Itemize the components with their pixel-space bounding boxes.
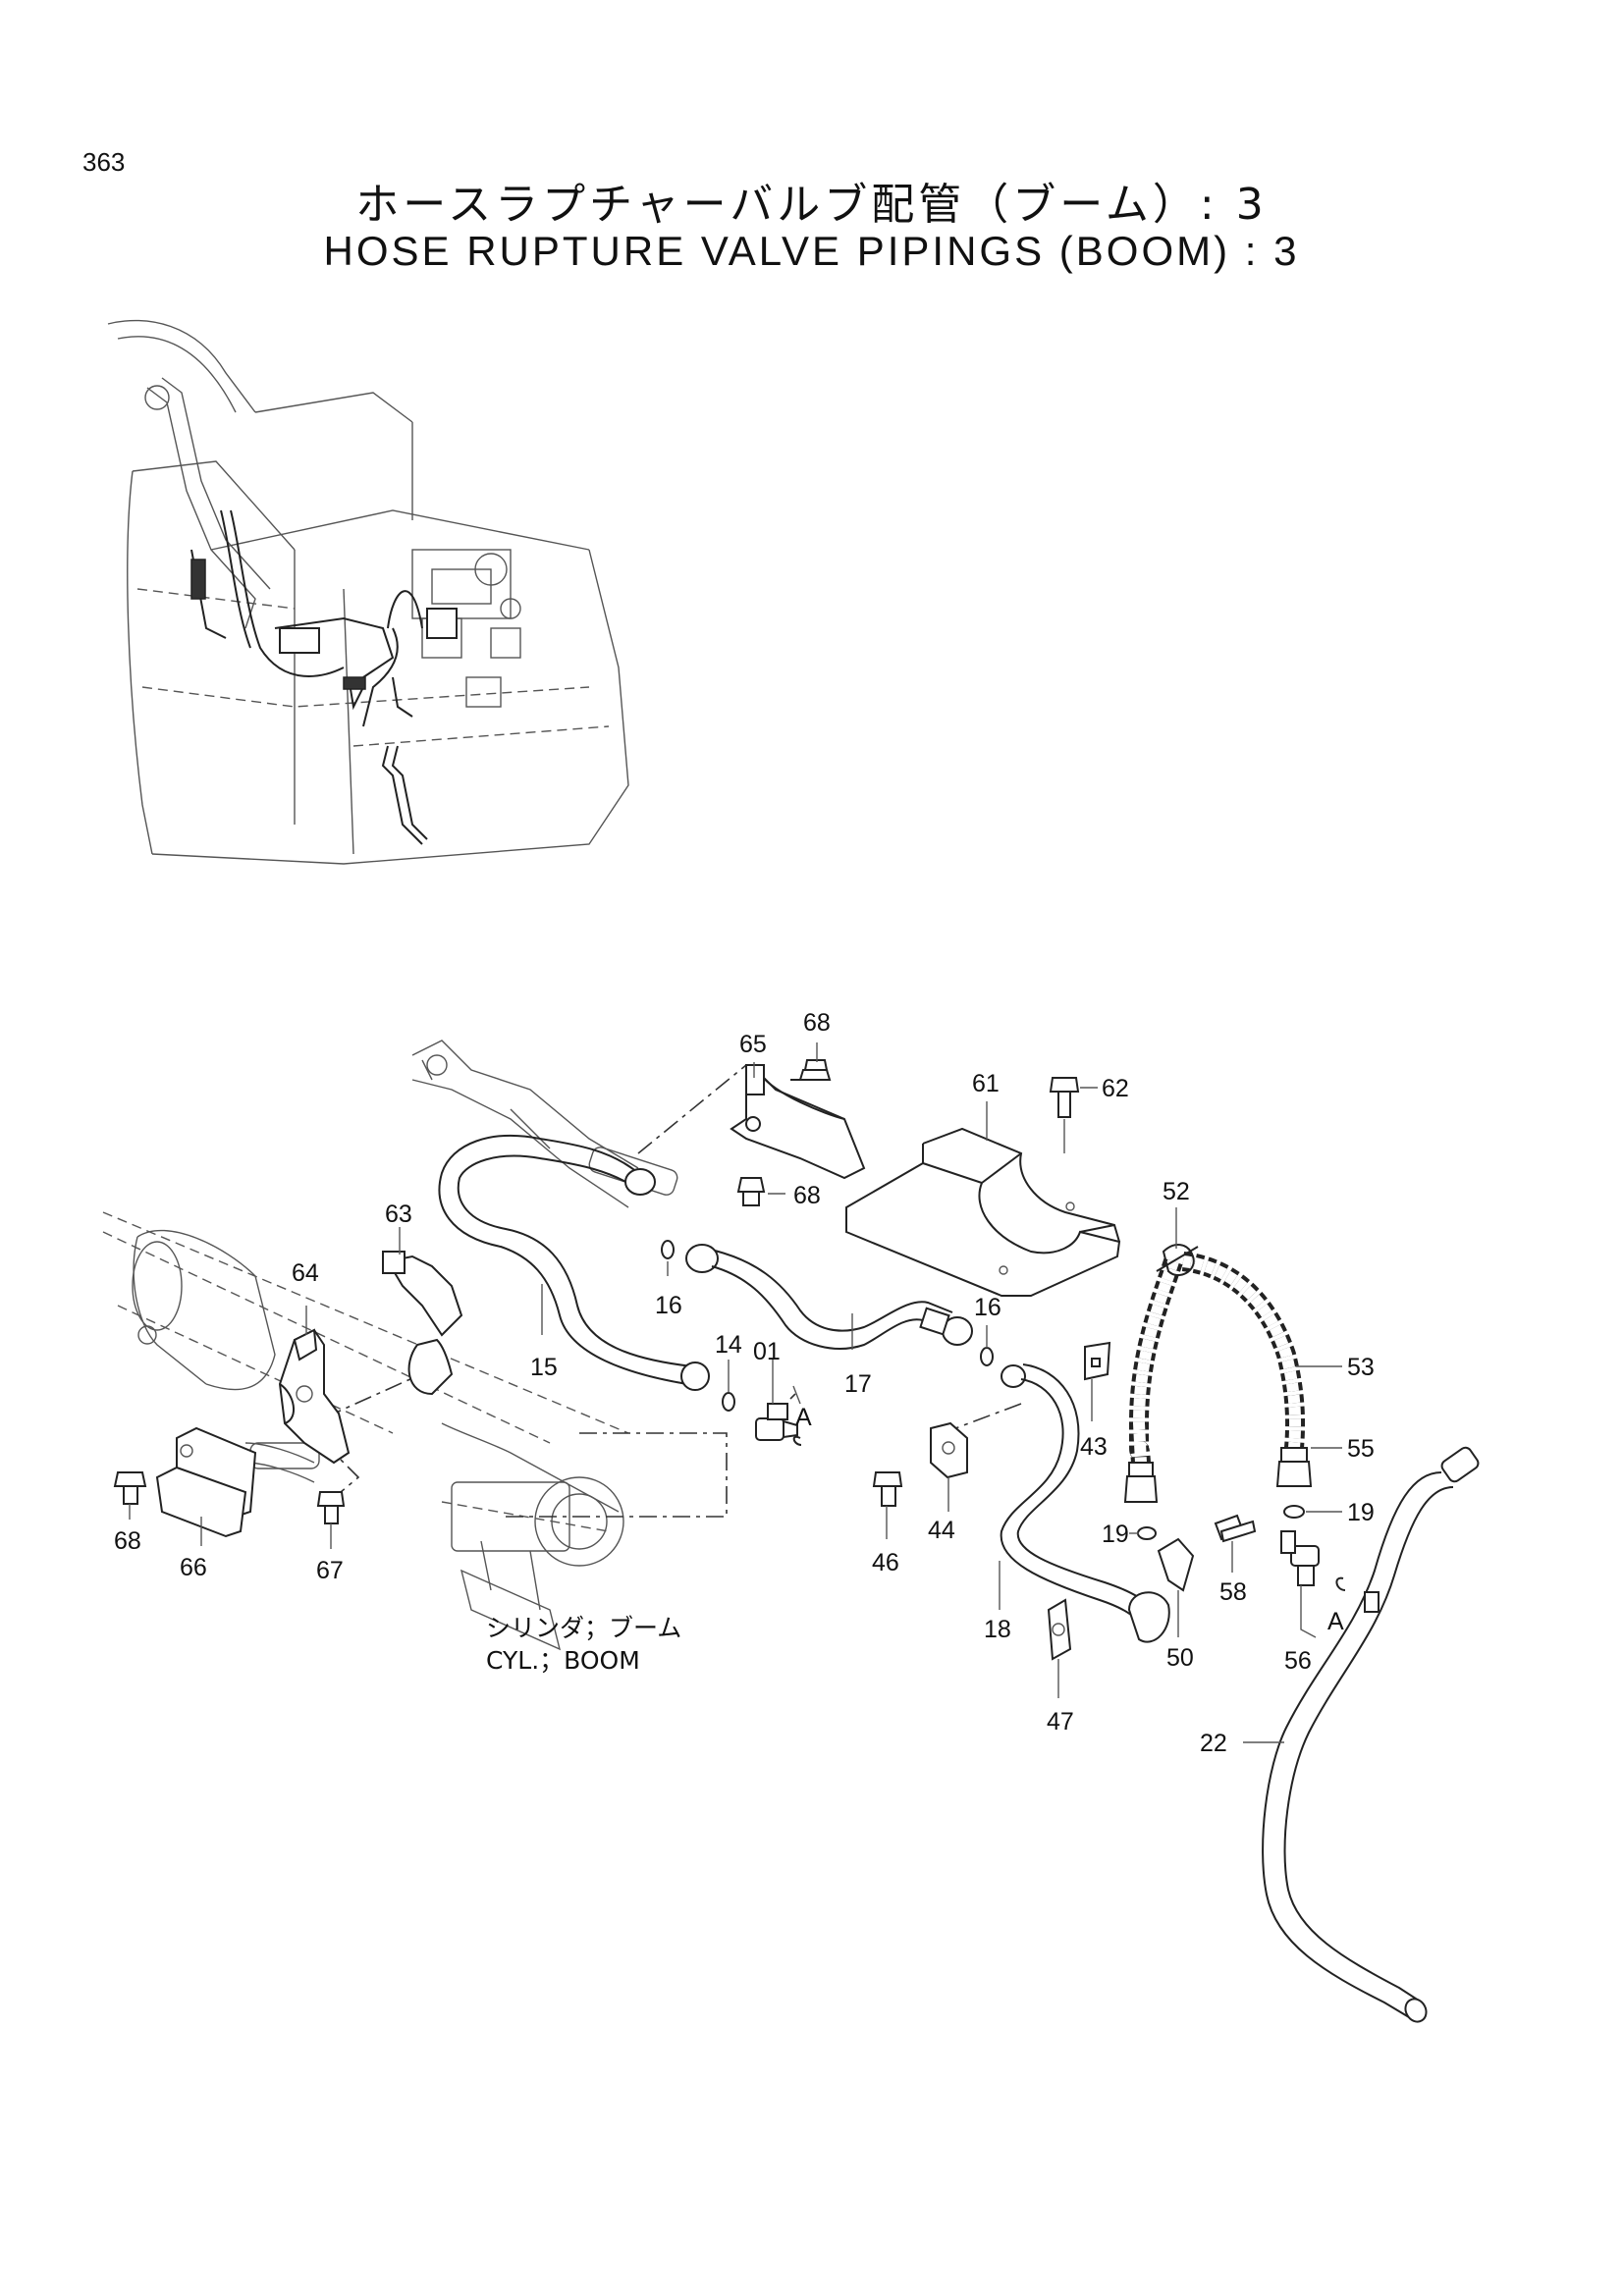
- callout-58: 58: [1219, 1578, 1247, 1606]
- callout-44: 44: [928, 1517, 955, 1544]
- callout-22: 22: [1200, 1730, 1227, 1757]
- callout-46: 46: [872, 1549, 899, 1576]
- callout-01: 01: [753, 1338, 781, 1365]
- callout-14: 14: [715, 1331, 742, 1359]
- callout-61: 61: [972, 1070, 1000, 1097]
- callout-68-left: 68: [114, 1527, 141, 1555]
- plate-61: [845, 1127, 1121, 1297]
- callout-52: 52: [1163, 1178, 1190, 1205]
- clamp-64: [278, 1328, 351, 1465]
- clamp-63: [382, 1251, 463, 1396]
- boom-cylinder-illustration: [102, 1211, 629, 1651]
- alignment-line: [501, 1432, 728, 1518]
- bolt-58: [1214, 1514, 1257, 1543]
- fitting-22-end: [1364, 1591, 1380, 1613]
- callout-63: 63: [385, 1201, 412, 1228]
- bolt-68-left: [113, 1471, 147, 1505]
- ref-a-fitting-right: [1335, 1576, 1346, 1591]
- bolt-62: [1049, 1077, 1080, 1153]
- cylinder-note-english: CYL.；BOOM: [486, 1646, 640, 1675]
- callout-64: 64: [292, 1259, 319, 1287]
- alignment-line: [637, 1064, 747, 1154]
- page-title-japanese: ホースラプチャーバルブ配管（ブーム）: 3: [355, 180, 1268, 230]
- callout-66: 66: [180, 1554, 207, 1581]
- callout-55: 55: [1347, 1435, 1375, 1463]
- bracket-66: [155, 1426, 257, 1538]
- o-ring-19-right: [1283, 1505, 1305, 1519]
- bolt-68-top: [790, 1059, 832, 1081]
- bolt-68-middle: [736, 1177, 766, 1206]
- cylinder-note-japanese: シリンダ；ブーム: [486, 1614, 681, 1642]
- clamp-50: [1157, 1537, 1195, 1592]
- callout-19-right: 19: [1347, 1499, 1375, 1526]
- callout-65: 65: [739, 1031, 767, 1058]
- plate-43-hole: [1091, 1358, 1101, 1367]
- callout-62: 62: [1102, 1075, 1129, 1102]
- callout-53: 53: [1347, 1354, 1375, 1381]
- pipe-22: [1262, 1446, 1480, 2023]
- pipe-18: [1000, 1363, 1170, 1643]
- machine-overview-illustration: [107, 319, 629, 865]
- o-ring-16-left: [661, 1240, 675, 1259]
- callout-67: 67: [316, 1557, 344, 1584]
- boom-bracket-illustration: [411, 1040, 678, 1208]
- callout-68-middle: 68: [793, 1182, 821, 1209]
- bolt-67: [316, 1491, 346, 1524]
- callout-68-top: 68: [803, 1009, 831, 1037]
- clamp-47: [1047, 1598, 1072, 1661]
- callout-16-left: 16: [655, 1292, 682, 1319]
- callout-17: 17: [844, 1370, 872, 1398]
- o-ring-19-left: [1137, 1526, 1157, 1540]
- alignment-line: [789, 1393, 796, 1400]
- page-number: 363: [82, 147, 126, 177]
- ref-a-fitting-left: [792, 1435, 802, 1446]
- o-ring-14: [722, 1392, 735, 1412]
- callout-ref-a-left: A: [795, 1404, 812, 1431]
- callout-19-left: 19: [1102, 1521, 1129, 1548]
- clamp-44: [930, 1421, 968, 1479]
- pipe-15: [438, 1135, 710, 1391]
- callout-labels: 68 65 68 61 62 63 64 15 16 17 16 14 01 A…: [114, 1009, 1375, 1757]
- hose-52-53: [1123, 1244, 1313, 1503]
- leader-lines: [129, 1042, 1342, 1743]
- callout-18: 18: [984, 1616, 1011, 1643]
- callout-50: 50: [1166, 1644, 1194, 1672]
- o-ring-16-right: [980, 1347, 994, 1366]
- pipe-17: [685, 1244, 973, 1350]
- page-title-english: HOSE RUPTURE VALVE PIPINGS (BOOM) : 3: [323, 228, 1300, 274]
- callout-56: 56: [1284, 1647, 1312, 1675]
- callout-15: 15: [530, 1354, 558, 1381]
- callout-ref-a-right: A: [1327, 1608, 1344, 1635]
- bolt-46: [872, 1471, 903, 1507]
- clamp-65: [730, 1064, 866, 1180]
- fitting-56: [1280, 1530, 1320, 1586]
- fitting-01: [755, 1403, 798, 1441]
- callout-16-right: 16: [974, 1294, 1001, 1321]
- callout-43: 43: [1080, 1433, 1108, 1461]
- callout-47: 47: [1047, 1708, 1074, 1735]
